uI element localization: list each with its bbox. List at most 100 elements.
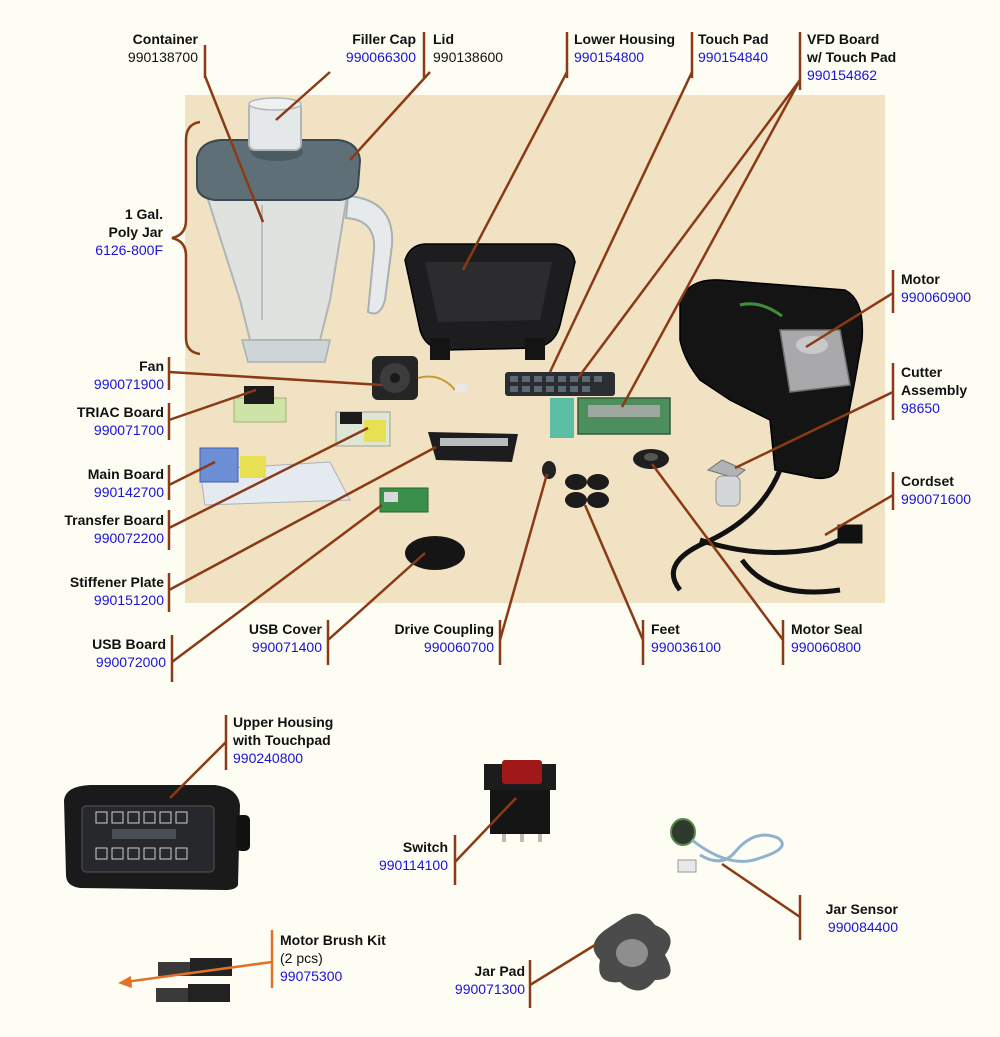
cutter-assembly-illustration bbox=[706, 459, 746, 507]
lower-housing-illustration bbox=[404, 243, 576, 360]
switch-illustration bbox=[484, 760, 556, 842]
leader-jar-pad bbox=[529, 943, 596, 987]
part-title: Lower Housing bbox=[574, 31, 676, 47]
leader-jar-sensor bbox=[721, 862, 801, 919]
part-number: 98650 bbox=[901, 400, 940, 416]
cordset-illustration bbox=[670, 469, 863, 595]
part-number: 990154800 bbox=[574, 49, 645, 65]
part-title: Stiffener Plate bbox=[69, 574, 164, 590]
label-lid: Lid 990138600 bbox=[433, 30, 503, 66]
drive-coupling-illustration bbox=[542, 461, 556, 479]
vfd-board-illustration bbox=[550, 397, 671, 438]
leader-motor-brush-kit-arrowhead bbox=[118, 976, 132, 988]
feet-illustration bbox=[565, 474, 609, 508]
part-number: 990060800 bbox=[791, 639, 862, 655]
part-title: Upper Housing bbox=[233, 714, 334, 730]
leader-drive-coupling bbox=[498, 473, 549, 641]
part-number: 990036100 bbox=[651, 639, 722, 655]
label-drive-coupling: Drive Coupling 990060700 bbox=[394, 620, 494, 656]
part-number: 990151200 bbox=[93, 592, 164, 608]
touch-pad-illustration bbox=[505, 372, 615, 396]
part-title: Jar Pad bbox=[474, 963, 525, 979]
leader-motor-brush-kit bbox=[124, 960, 273, 984]
part-number: 990138700 bbox=[127, 49, 198, 65]
label-touch-pad: Touch Pad 990154840 bbox=[698, 30, 769, 66]
usb-cover-illustration bbox=[405, 536, 465, 570]
part-title: USB Board bbox=[92, 636, 166, 652]
part-number: 990071900 bbox=[93, 376, 164, 392]
part-title: Container bbox=[132, 31, 198, 47]
part-title: Touch Pad bbox=[698, 31, 769, 47]
part-title: Assembly bbox=[901, 382, 968, 398]
leader-usb-cover bbox=[327, 552, 426, 641]
upper-housing-illustration bbox=[64, 785, 250, 890]
part-title: Drive Coupling bbox=[394, 621, 494, 637]
leader-triac-board bbox=[168, 388, 257, 422]
part-number: 990084400 bbox=[827, 919, 898, 935]
label-motor-brush-kit: Motor Brush Kit (2 pcs) 99075300 bbox=[280, 931, 386, 985]
label-switch: Switch 990114100 bbox=[379, 838, 448, 874]
part-title: Motor Seal bbox=[791, 621, 863, 637]
leader-usb-board bbox=[171, 503, 383, 664]
part-title: 1 Gal. bbox=[124, 206, 163, 222]
part-number: 990240800 bbox=[233, 750, 304, 766]
leader-motor-seal bbox=[650, 463, 785, 641]
part-number: 990071600 bbox=[901, 491, 972, 507]
leader-motor bbox=[805, 291, 894, 349]
motor-brush-illustration bbox=[156, 958, 232, 1002]
usb-board-illustration bbox=[379, 487, 429, 513]
part-title: Motor bbox=[901, 271, 940, 287]
leader-touch-pad bbox=[548, 71, 694, 373]
lid-illustration bbox=[196, 139, 362, 201]
part-number: 990154862 bbox=[807, 67, 878, 83]
label-fan: Fan 990071900 bbox=[94, 357, 164, 393]
part-title: Cutter bbox=[901, 364, 943, 380]
part-title: Transfer Board bbox=[64, 512, 164, 528]
leader-vfd-board bbox=[620, 79, 802, 408]
part-number: 990071300 bbox=[454, 981, 525, 997]
part-number: 990072200 bbox=[93, 530, 164, 546]
stiffener-plate-illustration bbox=[428, 432, 518, 462]
part-title: with Touchpad bbox=[233, 732, 331, 748]
part-title: Jar Sensor bbox=[825, 901, 898, 917]
label-motor: Motor 990060900 bbox=[901, 270, 971, 306]
part-number: 990060700 bbox=[423, 639, 494, 655]
part-title: Main Board bbox=[87, 466, 164, 482]
part-title: TRIAC Board bbox=[76, 404, 164, 420]
part-title: Fan bbox=[139, 358, 164, 374]
part-number: 99075300 bbox=[280, 968, 343, 984]
jar-pad-illustration bbox=[593, 913, 671, 991]
triac-board-illustration bbox=[233, 386, 287, 423]
leader-switch bbox=[454, 797, 517, 863]
filler-cap-illustration bbox=[248, 97, 302, 151]
part-title: USB Cover bbox=[248, 621, 322, 637]
part-number: 990138600 bbox=[433, 49, 504, 65]
leader-poly-jar-bracket bbox=[171, 120, 201, 356]
leader-upper-housing bbox=[169, 741, 227, 799]
part-number: 990071400 bbox=[251, 639, 322, 655]
part-title: Cordset bbox=[901, 473, 954, 489]
leader-container bbox=[203, 75, 265, 223]
leader-feet bbox=[583, 504, 645, 641]
part-number: 990066300 bbox=[345, 49, 416, 65]
label-cutter-assembly: Cutter Assembly 98650 bbox=[901, 363, 967, 417]
leader-main-board bbox=[168, 460, 216, 487]
jar-sensor-illustration bbox=[670, 818, 784, 873]
part-number: 990114100 bbox=[378, 857, 448, 873]
leader-transfer-board bbox=[168, 426, 369, 530]
leader-vfd-board bbox=[576, 79, 802, 379]
poly-jar-illustration bbox=[203, 189, 394, 363]
part-title: Filler Cap bbox=[352, 31, 416, 47]
label-triac-board: TRIAC Board 990071700 bbox=[77, 403, 164, 439]
label-jar-pad: Jar Pad 990071300 bbox=[455, 962, 525, 998]
label-stiffener-plate: Stiffener Plate 990151200 bbox=[70, 573, 164, 609]
part-number: 990071700 bbox=[93, 422, 164, 438]
motor-illustration bbox=[679, 279, 864, 480]
label-jar-sensor: Jar Sensor 990084400 bbox=[826, 900, 898, 936]
label-main-board: Main Board 990142700 bbox=[88, 465, 164, 501]
part-number: 990154840 bbox=[698, 49, 769, 65]
label-transfer-board: Transfer Board 990072200 bbox=[64, 511, 164, 547]
label-motor-seal: Motor Seal 990060800 bbox=[791, 620, 863, 656]
